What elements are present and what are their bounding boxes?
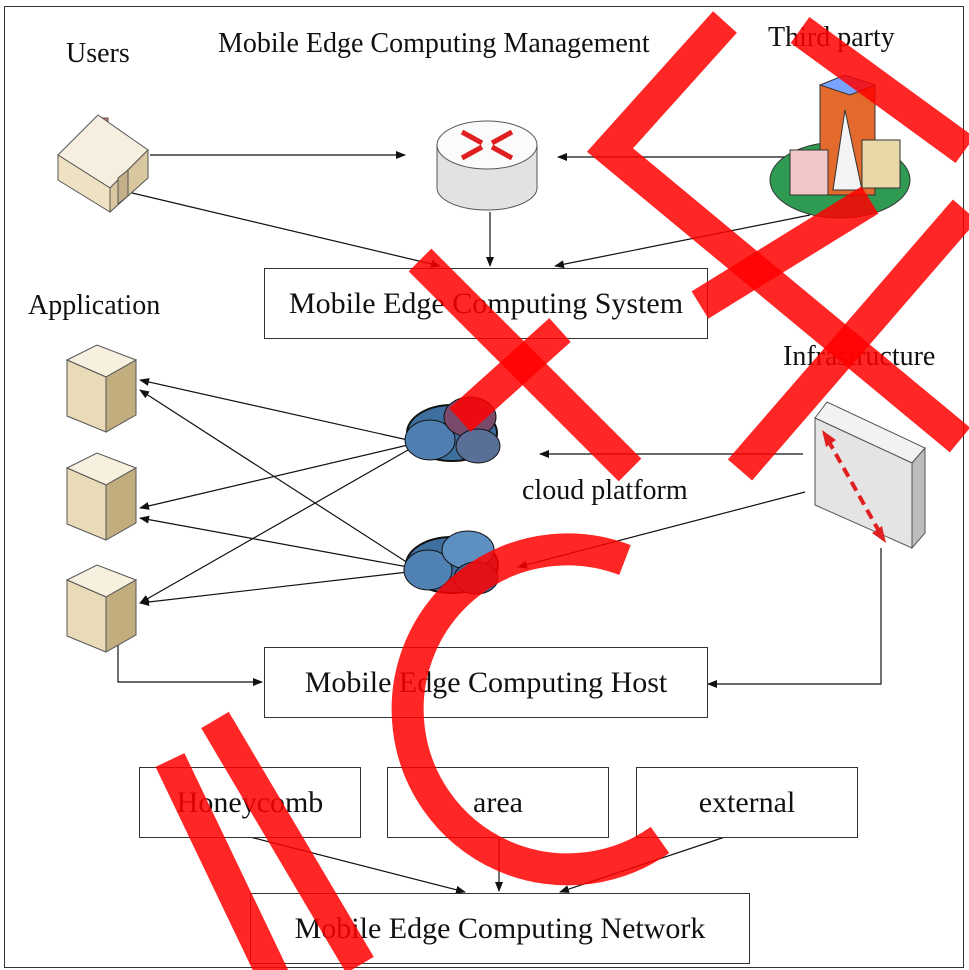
host-box: Mobile Edge Computing Host <box>264 647 708 718</box>
arrow-infra-host <box>707 548 882 688</box>
third-party-label: Third party <box>768 22 895 53</box>
router-icon <box>436 120 538 211</box>
arrow-cloud2-server3 <box>139 571 409 606</box>
server-icon-2 <box>65 452 138 541</box>
arrow-users-to-system <box>127 191 441 268</box>
server-icon-1 <box>65 344 138 433</box>
cloud-icon-1 <box>404 396 501 464</box>
server-icon-3 <box>65 564 138 653</box>
network-box: Mobile Edge Computing Network <box>250 893 750 964</box>
arrow-cloud1-server1 <box>139 378 409 441</box>
system-box: Mobile Edge Computing System <box>264 268 708 339</box>
infrastructure-label: Infrastructure <box>783 341 936 372</box>
arrow-server-host <box>117 635 263 686</box>
management-label: Mobile Edge Computing Management <box>218 28 650 59</box>
honeycomb-box: Honeycomb <box>139 767 361 838</box>
diagram-frame <box>4 6 964 968</box>
arrow-cloud1-server3 <box>139 449 409 604</box>
arrow-cloud2-server2 <box>139 515 409 568</box>
house-icon <box>57 114 149 214</box>
arrow-cloud2-server1 <box>139 389 409 564</box>
area-box: area <box>387 767 609 838</box>
city-icon <box>769 74 911 219</box>
switch-icon <box>814 401 926 550</box>
external-box: external <box>636 767 858 838</box>
application-label: Application <box>28 290 161 321</box>
cloud-icon-2 <box>403 530 499 595</box>
users-label: Users <box>66 38 130 69</box>
cloud-platform-label: cloud platform <box>522 475 688 506</box>
